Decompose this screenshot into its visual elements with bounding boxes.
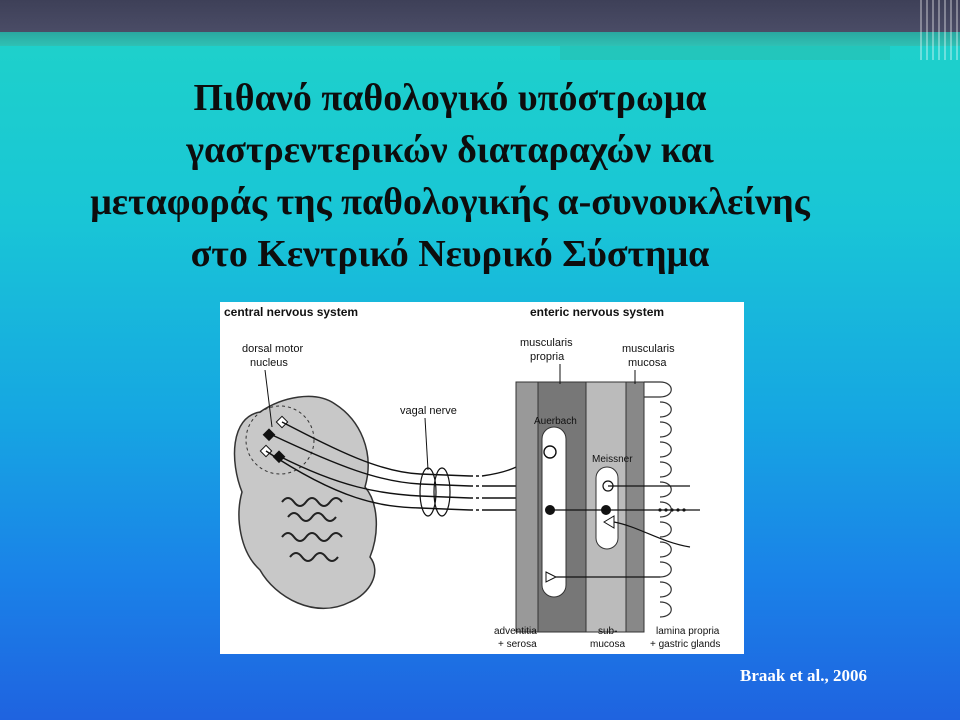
citation: Braak et al., 2006 [740,666,868,685]
nucleus-outline [245,405,315,475]
auerbach-label: Auerbach [534,416,577,427]
title-line-1: Πιθανό παθολογικό υπόστρωμα [193,77,707,119]
top-stripe-accent [560,46,890,60]
muscularis-propria-label-2: propria [530,351,565,363]
nerve-sheath [433,467,451,517]
vagal-nerve-label: vagal nerve [400,405,457,417]
muscularis-mucosa-label-2: mucosa [628,357,667,369]
adventitia-label-2: + serosa [498,639,537,650]
enteric-fibers [550,485,700,578]
nerve-sheath [419,467,437,517]
muscularis-propria-label-1: muscularis [520,337,573,349]
title-line-2: γαστρεντερικών διαταραχών και [186,129,714,171]
gastric-glands [644,381,672,618]
nucleus-label: nucleus [250,357,288,369]
olive-squiggle [281,497,343,562]
slide-title: Πιθανό παθολογικό υπόστρωμα γαστρεντερικ… [20,72,880,280]
braak-diagram: central nervous system enteric nervous s… [220,302,744,654]
submucosa-label-2: mucosa [590,639,625,650]
muscularis-mucosa-label-1: muscularis [622,343,675,355]
title-line-3: μεταφοράς της παθολογικής α-συνουκλείνης [90,181,810,223]
lamina-propria-label-1: lamina propria [656,626,720,637]
ens-heading: enteric nervous system [530,305,664,319]
submucosa-label-1: sub- [598,626,617,637]
vagal-pointer [424,417,429,471]
auerbach-neuron [543,445,557,459]
meissner-label: Meissner [592,454,633,465]
title-line-4: στο Κεντρικό Νευρικό Σύστημα [190,233,710,275]
diagram-svg: central nervous system enteric nervous s… [224,305,720,650]
adventitia-label-1: adventitia [494,626,537,637]
auerbach-terminal [545,571,558,583]
top-bar [0,0,960,32]
edge-decoration [920,0,960,60]
muscularis-mucosa-layer [625,381,645,633]
fiber-dots [658,508,686,512]
lamina-propria-label-2: + gastric glands [650,639,720,650]
cns-heading: central nervous system [224,305,358,319]
dorsal-pointer [264,369,273,428]
top-stripe [0,32,960,46]
dorsal-motor-label: dorsal motor [242,343,303,355]
